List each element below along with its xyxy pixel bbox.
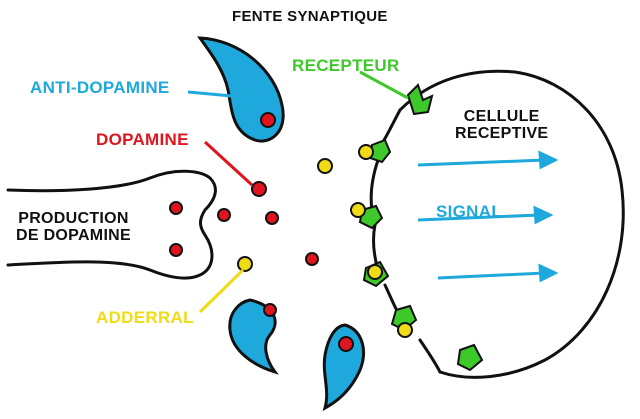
receptor [406, 83, 434, 116]
receptive-cell-left-edge [369, 108, 442, 374]
signal-arrowhead [538, 263, 559, 283]
receptive-cell-membrane [398, 69, 625, 379]
signal-arrowhead [533, 205, 554, 225]
adderral-label: ADDERRAL [96, 308, 194, 327]
presynaptic-terminal [6, 169, 217, 280]
production-line1: PRODUCTION [18, 210, 129, 227]
signal-arrow [417, 158, 546, 167]
dopamine-dot [169, 201, 183, 215]
anti-dopamine-pointer [187, 90, 233, 98]
cellule-receptive-line2: RECEPTIVE [455, 125, 549, 142]
dopamine-dot [260, 112, 276, 128]
diagram-title: FENTE SYNAPTIQUE [232, 8, 388, 25]
adderral-dot [317, 158, 333, 174]
signal-arrowhead [538, 150, 559, 170]
dopamine-label: DOPAMINE [96, 130, 189, 149]
adderral-dot [358, 144, 374, 160]
dopamine-pointer [203, 140, 254, 187]
anti-dopamine-blob [228, 298, 279, 375]
receptors [358, 83, 484, 372]
dopamine-dot [251, 181, 267, 197]
adderral-dot [237, 256, 253, 272]
production-label: PRODUCTION DE DOPAMINE [16, 210, 131, 244]
adderral-dot [397, 322, 413, 338]
adderral-molecules [237, 144, 413, 338]
signal-arrows [417, 150, 559, 283]
signal-arrow [417, 213, 541, 222]
recepteur-pointer [359, 70, 409, 100]
adderral-pointer [198, 268, 245, 314]
dopamine-molecules [169, 112, 354, 352]
recepteur-label: RECEPTEUR [292, 56, 400, 75]
dopamine-dot [265, 211, 279, 225]
dopamine-dot [217, 208, 231, 222]
dopamine-dot [169, 243, 183, 257]
signal-label: SIGNAL [436, 202, 503, 221]
dopamine-dot [338, 336, 354, 352]
adderral-dot [367, 264, 383, 280]
dopamine-dot [263, 303, 277, 317]
cellule-receptive-line1: CELLULE [463, 108, 540, 125]
dopamine-dot [305, 252, 319, 266]
anti-dopamine-molecules [196, 36, 365, 411]
receptor [456, 343, 484, 372]
production-line2: DE DOPAMINE [16, 227, 132, 244]
anti-dopamine-label: ANTI-DOPAMINE [30, 78, 170, 97]
signal-arrow [437, 271, 546, 280]
adderral-dot [350, 202, 366, 218]
cellule-receptive-label: CELLULE RECEPTIVE [455, 108, 548, 142]
